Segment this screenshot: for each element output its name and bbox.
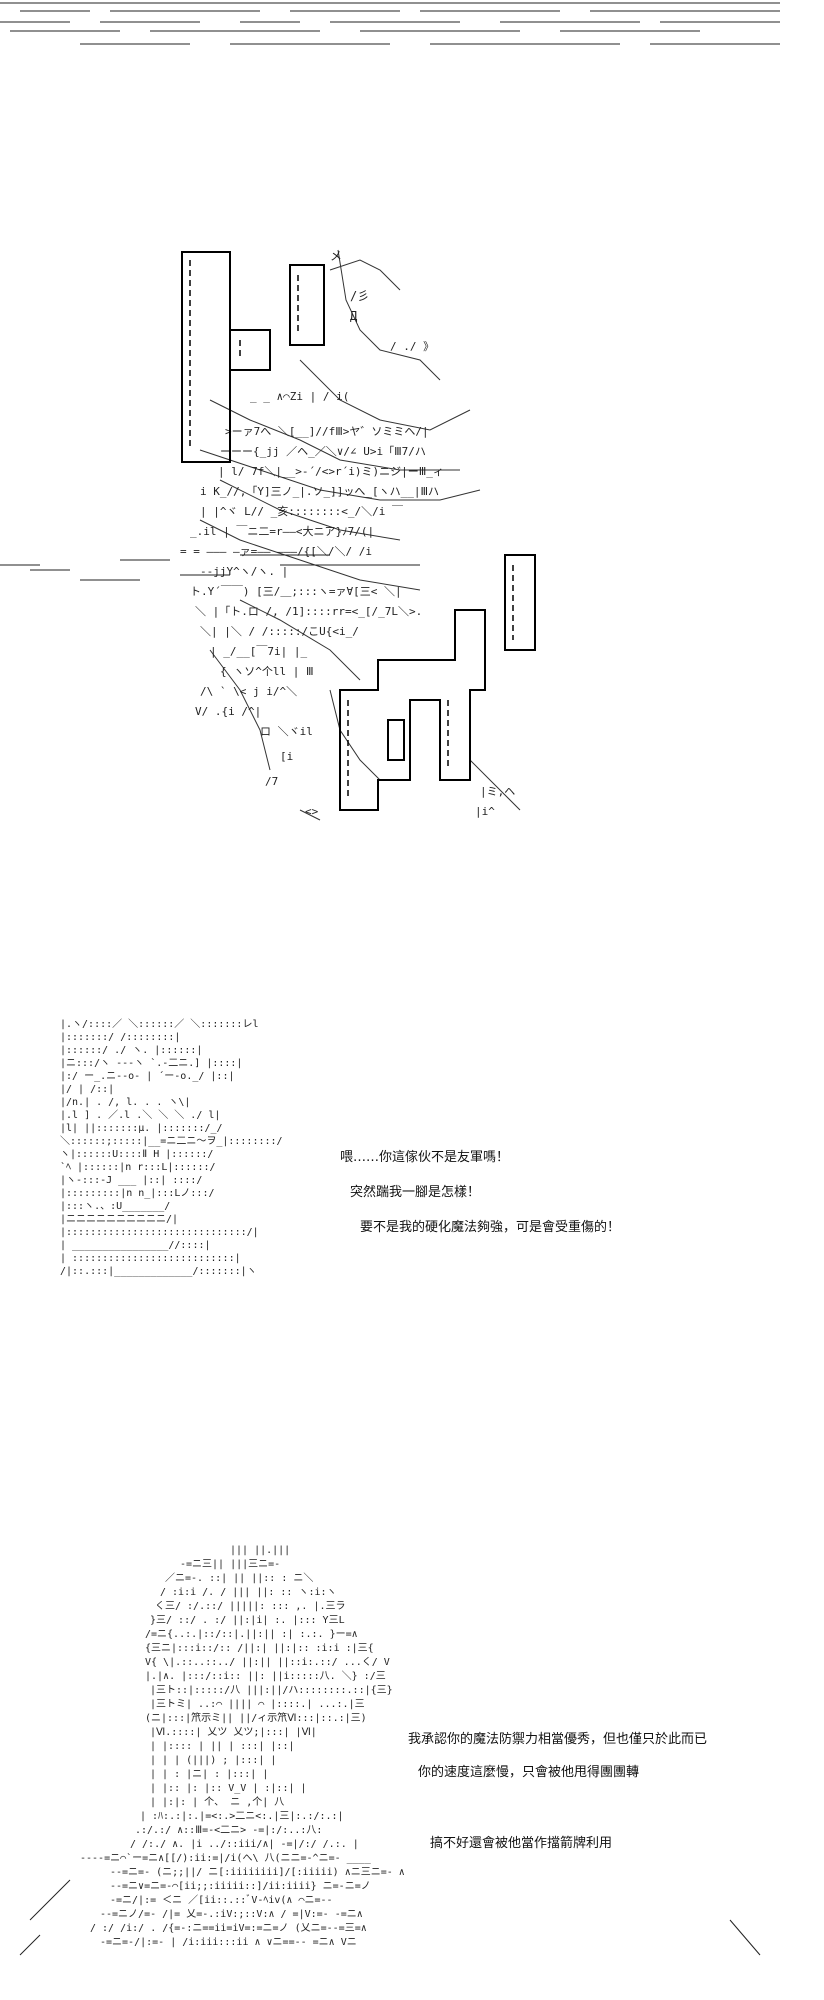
svg-text:[i: [i bbox=[280, 750, 293, 763]
svg-text:|:::::::::::::::::::::::::::::: |::::::::::::::::::::::::::::::/| bbox=[60, 1227, 259, 1238]
svg-text:/=ニ{..:.|::/::|.||:|| :| :.:.: /=ニ{..:.|::/::|.||:|| :| :.:. }ー=∧ bbox=[145, 1629, 358, 1640]
svg-text:|:::ヽ.、:U_______/: |:::ヽ.、:U_______/ bbox=[60, 1201, 170, 1212]
svg-text:/ :/ /i:/ . /{=-:ニ==ii=iV=:=: / :/ /i:/ . /{=-:ニ==ii=iV=:=ニ=ノ (乂ニ=--=三… bbox=[90, 1923, 367, 1934]
svg-text:----=ニ⌒`ー=ニ∧[[/):ii:=|/i(へ\ 八(: ----=ニ⌒`ー=ニ∧[[/):ii:=|/i(へ\ 八(ニニ=-^ニ=- _… bbox=[80, 1852, 372, 1864]
svg-text:メ: メ bbox=[330, 249, 342, 263]
svg-text:|三トミ| ..:⌒ |||| ⌒ |::::.| ...: |三トミ| ..:⌒ |||| ⌒ |::::.| ...:.|三 bbox=[150, 1699, 365, 1710]
svg-text:{ ヽソ^个ll | Ⅲ: { ヽソ^个ll | Ⅲ bbox=[220, 665, 314, 678]
svg-text:| :::::::::::::::::::::::::::: | :::::::::::::::::::::::::::| bbox=[60, 1253, 241, 1264]
svg-text:|::::::/ ./ ヽ.: |::::::/ ./ ヽ. |::::::| bbox=[60, 1045, 202, 1056]
character-ascii-art bbox=[199, 249, 521, 821]
svg-text:>ーァ7へ ＼[__]//fⅢ>ヤ゛ソミミヘ/|: >ーァ7へ ＼[__]//fⅢ>ヤ゛ソミミヘ/| bbox=[225, 425, 429, 438]
svg-text:／ニ=-. ::| || ||:: : ニ＼: ／ニ=-. ::| || ||:: : ニ＼ bbox=[165, 1572, 313, 1584]
svg-text:| |:|: | 个、 ニ ,个| 八: | |:|: | 个、 ニ ,个| 八 bbox=[150, 1796, 284, 1808]
svg-text:ヽ|::::::U::::Ⅱ H |:::: ヽ|::::::U::::Ⅱ H |::::::/ bbox=[60, 1149, 213, 1160]
svg-text:-=ニ/|:= ＜ニ ／[ii::.::ﾞV-ﾍiv(∧: -=ニ/|:= ＜ニ ／[ii::.::ﾞV-ﾍiv(∧ ⌒ニ=-- bbox=[110, 1894, 333, 1906]
svg-text:Д: Д bbox=[350, 309, 358, 323]
svg-text:|/ |: |/ | /::| bbox=[60, 1084, 114, 1095]
svg-text:|.l ] . ／.l .＼ ＼ ＼: |.l ] . ／.l .＼ ＼ ＼ ./ l| bbox=[60, 1109, 220, 1121]
svg-text:/\ ` \< j i/^＼: /\ ` \< j i/^＼ bbox=[200, 685, 297, 698]
svg-text:|i^: |i^ bbox=[475, 805, 495, 818]
svg-text:＼::::::;:::::|__=ニ二ニ～ヲ_|::::::: ＼::::::;:::::|__=ニ二ニ～ヲ_|::::::::/ bbox=[60, 1135, 283, 1147]
svg-text:--=ニ∨=ニ=-⌒[ii;;:iiiii::]/ii:ii: --=ニ∨=ニ=-⌒[ii;;:iiiii::]/ii:iiii} ニ=-ニ=ノ bbox=[110, 1881, 371, 1892]
svg-text:|ミ,ヘ: |ミ,ヘ bbox=[480, 785, 515, 798]
dialogue-line-3: 要不是我的硬化魔法夠強，可是會受重傷的！ bbox=[360, 1220, 621, 1235]
svg-text:/ :i:i /. / ||| ||: :: ヽ:: / :i:i /. / ||| ||: :: ヽ:i:ヽ bbox=[160, 1587, 337, 1598]
svg-text:|l| ||:::::::μ.: |l| ||:::::::μ. |:::::::/_/ bbox=[60, 1123, 223, 1134]
svg-text:||| ||.|||: ||| ||.||| bbox=[230, 1545, 290, 1556]
svg-text:`ﾍ |::::::|n r:::L|:::::: `ﾍ |::::::|n r:::L|::::::/ bbox=[60, 1161, 216, 1173]
svg-text:|:::::::::|n n_|:::Lノ:::/: |:::::::::|n n_|:::Lノ:::/ bbox=[60, 1188, 215, 1199]
dialogue-line-2: 突然踹我一腳是怎樣！ bbox=[350, 1185, 481, 1200]
svg-text:V{ \|.::..::../ ||:|| ||::i:.: V{ \|.::..::../ ||:|| ||::i:.::/ ...く/ V bbox=[145, 1657, 390, 1668]
svg-text:}三/ ::/ . :/ ||:|i| :. |:::: }三/ ::/ . :/ ||:|i| :. |::: Y三L bbox=[150, 1615, 345, 1626]
sfx-dash-marks bbox=[189, 260, 514, 800]
svg-text:| ________________//::::|: | ________________//::::| bbox=[60, 1240, 211, 1251]
svg-text:--=ニ=- (ニ;;||/ ニ[:iiiiiiii]/: --=ニ=- (ニ;;||/ ニ[:iiiiiiii]/[:iiiii) ∧ニ三… bbox=[110, 1867, 405, 1878]
svg-text:ーーー{_jj ／ヘ_／＼∨/∠ U>i「Ⅲ7/ハ: ーーー{_jj ／ヘ_／＼∨/∠ U>i「Ⅲ7/ハ bbox=[220, 445, 426, 458]
svg-text:-=ニ=-/|:=- | /i:iii:::ii ∧ ∨ニ: -=ニ=-/|:=- | /i:iii:::ii ∧ ∨ニ==-- =ニ∧ Vニ bbox=[100, 1937, 357, 1948]
svg-text:|ヽ-:::-J ___ |::| ::::/: |ヽ-:::-J ___ |::| ::::/ bbox=[60, 1175, 202, 1186]
svg-text:ロ ＼ヾil: ロ ＼ヾil bbox=[260, 725, 313, 738]
svg-text:＼| |＼ / /:::::/こU{<i_/: ＼| |＼ / /:::::/こU{<i_/ bbox=[200, 625, 359, 638]
svg-text:| :ﾊ:.:|:.|=<:.>二ニ<:.|三|:.:/:.: | :ﾊ:.:|:.|=<:.>二ニ<:.|三|:.:/:.:| bbox=[140, 1811, 344, 1822]
svg-text:|:/ ー_.ニ--o- | ´ー-o._/: |:/ ー_.ニ--o- | ´ー-o._/ |::| bbox=[60, 1070, 235, 1082]
sfx-shape-go bbox=[289, 264, 325, 346]
svg-text:|:::::::/: |:::::::/ /::::::::| bbox=[60, 1032, 180, 1043]
svg-text:.:/.:/ ∧::Ⅲ=-<二ニ> -=|:/:..:八:: .:/.:/ ∧::Ⅲ=-<二ニ> -=|:/:..:八: bbox=[135, 1825, 322, 1836]
svg-text:|ニ:::/ヽ ---ヽ `.-二ニ.]: |ニ:::/ヽ ---ヽ `.-二ニ.] |::::| bbox=[60, 1057, 242, 1069]
svg-text:|.|∧. |:::/::i:: ||: ||i:::::八: |.|∧. |:::/::i:: ||: ||i:::::八. ＼} :/三 bbox=[145, 1670, 386, 1682]
svg-text:| _/__[￣7i| |_: | _/__[￣7i| |_ bbox=[210, 644, 307, 658]
svg-text:-=ニ三|| |||三ニ=-: -=ニ三|| |||三ニ=- bbox=[180, 1559, 280, 1570]
svg-text:{三ニ|:::i::/:: /||:| ||:|:: :i:: {三ニ|:::i::/:: /||:| ||:|:: :i:i :|三{ bbox=[145, 1643, 374, 1654]
svg-text:| | : |ニ| : |:::|: | | : |ニ| : |:::| | bbox=[150, 1769, 268, 1780]
svg-text:/|::.:::|_____________/:::::::: /|::.:::|_____________/:::::::|ヽ bbox=[60, 1266, 257, 1277]
svg-text:V/ .{i /^|: V/ .{i /^| bbox=[195, 705, 261, 718]
svg-text:＼ |「ト.ロ /, /1]::::rr=<_[/_7L＼: ＼ |「ト.ロ /, /1]::::rr=<_[/_7L＼>. bbox=[195, 605, 422, 618]
svg-text:/ ./ 》: / ./ 》 bbox=[390, 340, 434, 353]
dialogue-line-6: 搞不好還會被他當作擋箭牌利用 bbox=[430, 1836, 613, 1851]
svg-text:く三/ :/.::/ |||||: ::: ,. |.三ラ: く三/ :/.::/ |||||: ::: ,. |.三ラ bbox=[155, 1600, 346, 1612]
svg-text:|Ⅵ.::::| 乂ツ 乂ツ;|:::| |Ⅵ|: |Ⅵ.::::| 乂ツ 乂ツ;|:::| |Ⅵ| bbox=[150, 1727, 317, 1738]
svg-text:| |:::: | || | :::|: | |:::: | || | :::| |::| bbox=[150, 1741, 295, 1752]
svg-text:| |^ヾ L// _亥::::::::<_/＼/i: | |^ヾ L// _亥::::::::<_/＼/i ￣ bbox=[200, 504, 403, 518]
svg-text:| l/ 7f＼|__>-´/<>r´i)ミ)ニジ|ーⅢ_: | l/ 7f＼|__>-´/<>r´i)ミ)ニジ|ーⅢ_ィ bbox=[218, 465, 444, 478]
svg-text:(ニ|:::|笊示ミ|| ||/ィ示笊Ⅵ:::|::.:|三: (ニ|:::|笊示ミ|| ||/ィ示笊Ⅵ:::|::.:|三) bbox=[145, 1711, 367, 1724]
svg-text:i K_//,「Y]三ノ_|.ソ_]]ッへ_[ヽハ__|Ⅲ: i K_//,「Y]三ノ_|.ソ_]]ッへ_[ヽハ__|Ⅲハ bbox=[200, 485, 439, 498]
svg-text:ト.Y´￣￣) [三/＿;:::ヽ=ァ∀[三< ＼|: ト.Y´￣￣) [三/＿;:::ヽ=ァ∀[三< ＼| bbox=[190, 584, 402, 598]
svg-text:/彡: /彡 bbox=[350, 289, 369, 303]
svg-text:<>: <> bbox=[305, 805, 319, 818]
svg-text:|.ヽ/::::／ ＼::::::／: |.ヽ/::::／ ＼::::::／ ＼:::::::レl bbox=[60, 1018, 258, 1030]
svg-text:/ /:./ ∧. |i ../::iii/∧| -=|: / /:./ ∧. |i ../::iii/∧| -=|/:/ /.:. | bbox=[130, 1839, 359, 1850]
svg-text:--=ニノ/=- /|= 乂=-.:iV:;::V:∧: --=ニノ/=- /|= 乂=-.:iV:;::V:∧ / =|V:=- -=ニ… bbox=[100, 1909, 363, 1920]
dialogue-line-4: 我承認你的魔法防禦力相當優秀，但也僅只於此而已 bbox=[408, 1732, 708, 1747]
sfx-outline-shapes bbox=[181, 251, 536, 811]
svg-text:| |:: |: |:: V_V | :|::|: | |:: |: |:: V_V | :|::| | bbox=[150, 1783, 307, 1794]
svg-text:|/n.| . /, l. .: |/n.| . /, l. . . ヽ\| bbox=[60, 1097, 190, 1108]
svg-text:|ニニニニニニニニニニ/|: |ニニニニニニニニニニ/| bbox=[60, 1214, 178, 1225]
svg-text:|三ト::|:::::/八 |||:||/ハ::::::::: |三ト::|:::::/八 |||:||/ハ::::::::.::|{三} bbox=[150, 1685, 393, 1696]
svg-text:_.il | ￣ニ二=r――<大ニア}ﾉ7/(|: _.il | ￣ニ二=r――<大ニア}ﾉ7/(| bbox=[190, 524, 374, 538]
dialogue-line-5: 你的速度這麼慢，只會被他甩得團團轉 bbox=[418, 1765, 640, 1780]
svg-text:| | | (|||) ; |:::|: | | | (|||) ; |:::| | bbox=[150, 1755, 276, 1766]
dialogue-line-1: 喂……你這傢伙不是友軍嗎！ bbox=[340, 1150, 510, 1165]
svg-text:/7: /7 bbox=[265, 775, 278, 788]
svg-text:_ _ ∧⌒Zi | / i(: _ _ ∧⌒Zi | / i( bbox=[250, 390, 349, 403]
sfx-shape-o bbox=[504, 554, 536, 651]
sfx-shape-ga bbox=[339, 609, 486, 811]
